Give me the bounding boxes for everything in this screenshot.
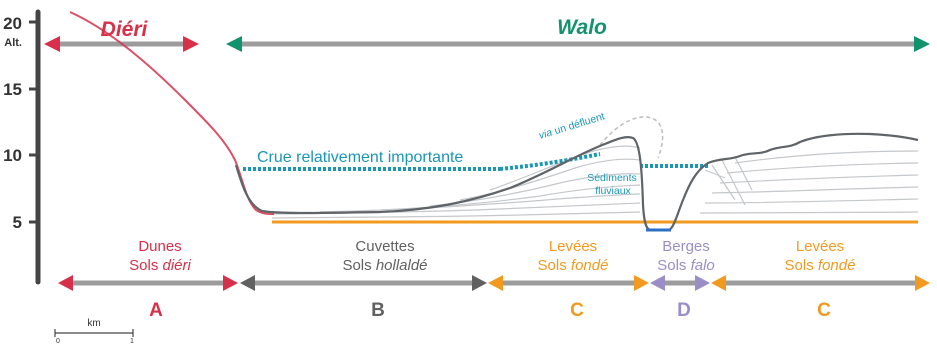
unit-letter-a: A [149, 300, 163, 321]
unit-a-soil-name: diéri [163, 257, 192, 274]
unit-b-soil: Sols hollaldé [342, 257, 427, 274]
unit-label-c1: Levées Sols fondé [538, 238, 609, 274]
flood-label: Crue relativement importante [257, 149, 463, 166]
unit-letter-c1: C [570, 300, 584, 321]
unit-label-c2: Levées Sols fondé [785, 238, 856, 274]
unit-letter-c2: C [817, 300, 831, 321]
unit-c2-soil: Sols fondé [785, 257, 856, 274]
unit-letter-b: B [371, 300, 385, 321]
walo-arrow [226, 36, 930, 52]
unit-label-b: Cuvettes Sols hollaldé [342, 238, 427, 274]
unit-label-a: Dunes Sols diéri [129, 238, 191, 274]
dune-slope [69, 11, 275, 215]
y-tick-label-15: 15 [3, 80, 22, 99]
dieri-label: Diéri [101, 18, 149, 41]
sediments-label-line1: Sédiments [587, 172, 637, 184]
defluent-rest: un défluent [550, 110, 606, 138]
unit-c1-soil-name: fondé [571, 257, 609, 274]
terrain-profile [234, 132, 919, 232]
unit-a-soil: Sols diéri [129, 257, 191, 274]
unit-c1-title: Levées [549, 238, 597, 255]
unit-b-soil-prefix: Sols [342, 257, 375, 274]
unit-a-soil-prefix: Sols [129, 257, 162, 274]
unit-arrow-c2 [711, 275, 930, 291]
scale-bar [54, 329, 134, 337]
unit-arrow-a [58, 275, 238, 291]
walo-label: Walo [557, 16, 607, 39]
y-tick-label-5: 5 [13, 213, 22, 232]
unit-label-d: Berges Sols falo [657, 238, 715, 274]
unit-c1-soil-prefix: Sols [538, 257, 571, 274]
unit-arrow-c1 [488, 275, 649, 291]
scale-unit: km [87, 318, 100, 329]
scale-end: 1 [130, 338, 134, 344]
unit-b-soil-name: hollaldé [376, 257, 428, 274]
scale-start: 0 [56, 338, 60, 344]
flood-line-mid [499, 152, 601, 171]
unit-d-title: Berges [662, 238, 710, 255]
unit-d-soil: Sols falo [657, 257, 715, 274]
unit-c2-soil-name: fondé [818, 257, 856, 274]
unit-arrow-b [240, 275, 487, 291]
y-tick-label-10: 10 [3, 146, 22, 165]
defluent-label: via un défluent [537, 110, 606, 141]
unit-c2-title: Levées [796, 238, 844, 255]
unit-letter-d: D [677, 300, 691, 321]
unit-c2-soil-prefix: Sols [785, 257, 818, 274]
unit-a-title: Dunes [138, 238, 181, 255]
unit-d-soil-prefix: Sols [657, 257, 690, 274]
unit-c1-soil: Sols fondé [538, 257, 609, 274]
defluent-path [599, 116, 664, 159]
sediments-label-line2: fluviaux [595, 185, 631, 197]
y-tick-label-20: 20 [3, 14, 22, 33]
sediment-layers [271, 145, 919, 219]
unit-d-soil-name: falo [691, 257, 715, 274]
unit-b-title: Cuvettes [355, 238, 414, 255]
unit-arrow-d [650, 275, 710, 291]
y-axis-unit: Alt. [4, 37, 22, 49]
defluent-via: via [537, 126, 553, 141]
